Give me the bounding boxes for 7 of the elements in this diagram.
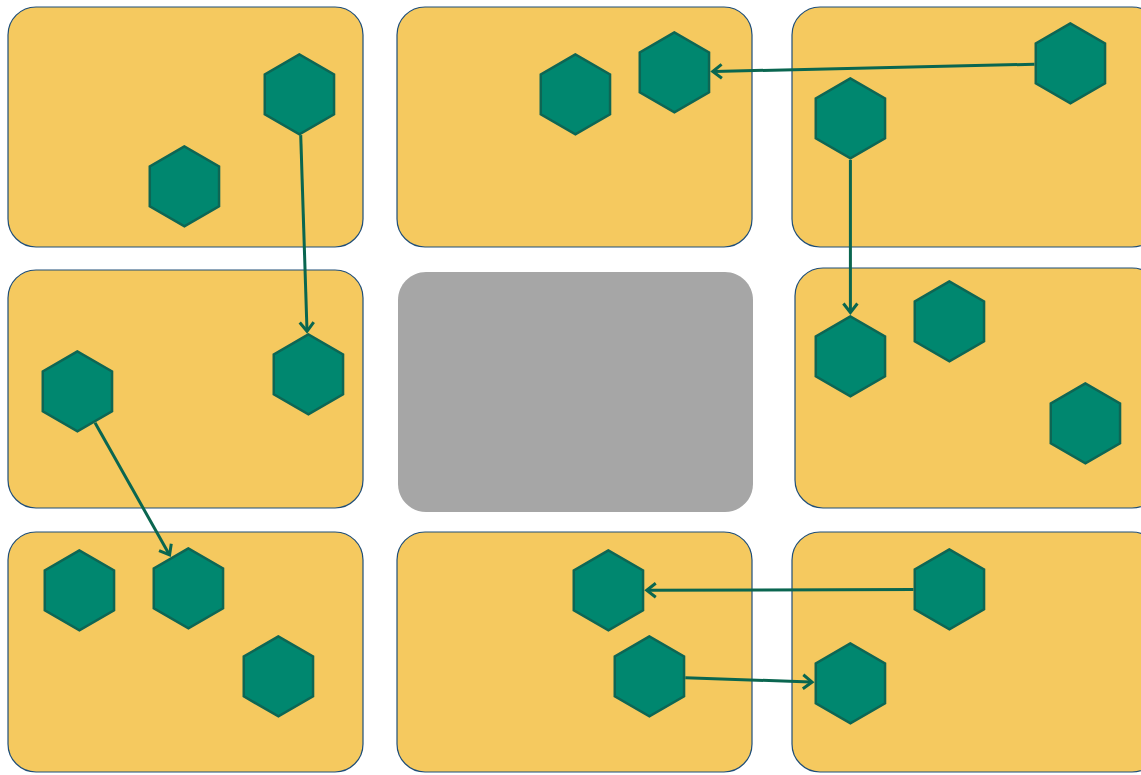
arrow bbox=[710, 62, 1035, 80]
arrow bbox=[93, 421, 173, 558]
arrow bbox=[685, 673, 815, 690]
arrow bbox=[298, 135, 315, 334]
arrow bbox=[644, 582, 914, 599]
panel bbox=[398, 272, 753, 512]
arrow bbox=[842, 159, 859, 315]
